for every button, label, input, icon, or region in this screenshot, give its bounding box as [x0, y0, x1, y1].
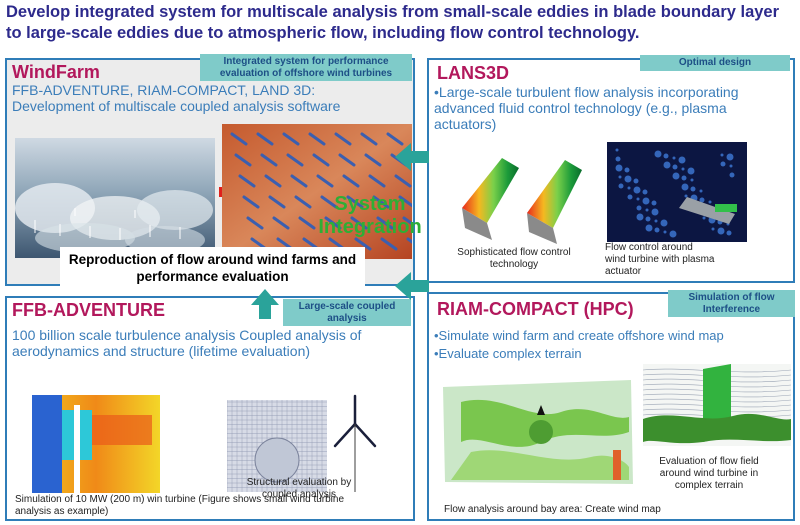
lans3d-title: LANS3D — [437, 63, 510, 83]
riam-line1: •Simulate wind farm and create offshore … — [434, 328, 724, 343]
lans3d-tag: Optimal design — [640, 55, 790, 71]
ffb-adventure-panel: FFB-ADVENTURE 100 billion scale turbulen… — [5, 296, 415, 521]
arrow-left-icon-lans3d — [395, 143, 429, 171]
riam-compact-panel: RIAM-COMPACT (HPC) •Simulate wind farm a… — [427, 292, 795, 521]
ffb-title: FFB-ADVENTURE — [12, 300, 165, 320]
system-integration-label: System Integration — [318, 193, 422, 238]
arrow-up-icon-ffb — [251, 289, 279, 319]
blade-flow-control-image — [462, 158, 582, 244]
windfarm-panel: WindFarm FFB-ADVENTURE, RIAM-COMPACT, LA… — [5, 58, 415, 286]
windfarm-tag: Integrated system for performance evalua… — [200, 54, 412, 81]
ffb-caption-right: Structural evaluation by coupled analysi… — [246, 477, 352, 500]
arrow-left-icon-riam — [395, 272, 429, 300]
lans3d-panel: LANS3D •Large-scale turbulent flow analy… — [427, 58, 795, 283]
plasma-actuator-image — [607, 142, 747, 242]
complex-terrain-flow-image — [643, 364, 791, 446]
headline: Develop integrated system for multiscale… — [6, 3, 780, 42]
offshore-wind-farm-photo — [15, 138, 215, 258]
windfarm-title: WindFarm — [12, 62, 100, 82]
lans3d-body: •Large-scale turbulent flow analysis inc… — [434, 84, 739, 132]
windfarm-body: FFB-ADVENTURE, RIAM-COMPACT, LAND 3D: De… — [12, 82, 341, 114]
lans3d-caption-left: Sophisticated flow control technology — [457, 247, 571, 270]
turbine-simulation-image — [32, 395, 160, 493]
lans3d-caption-right: Flow control around wind turbine with pl… — [605, 242, 715, 277]
wind-farm-flow-simulation — [222, 124, 412, 259]
riam-caption-bottom: Flow analysis around bay area: Create wi… — [444, 504, 661, 515]
structural-mesh-image — [227, 394, 377, 492]
ffb-tag: Large-scale coupled analysis — [283, 299, 411, 326]
ffb-caption-bottom: Simulation of 10 MW (200 m) win turbine … — [15, 494, 345, 517]
riam-tag: Simulation of flow Interference — [668, 290, 795, 317]
ffb-body: 100 billion scale turbulence analysis Co… — [12, 327, 362, 359]
riam-line2: •Evaluate complex terrain — [434, 346, 582, 361]
riam-caption-right: Evaluation of flow field around wind tur… — [659, 456, 759, 491]
riam-title: RIAM-COMPACT (HPC) — [437, 299, 634, 319]
reproduction-label: Reproduction of flow around wind farms a… — [60, 247, 365, 289]
bay-area-wind-map — [443, 380, 633, 484]
